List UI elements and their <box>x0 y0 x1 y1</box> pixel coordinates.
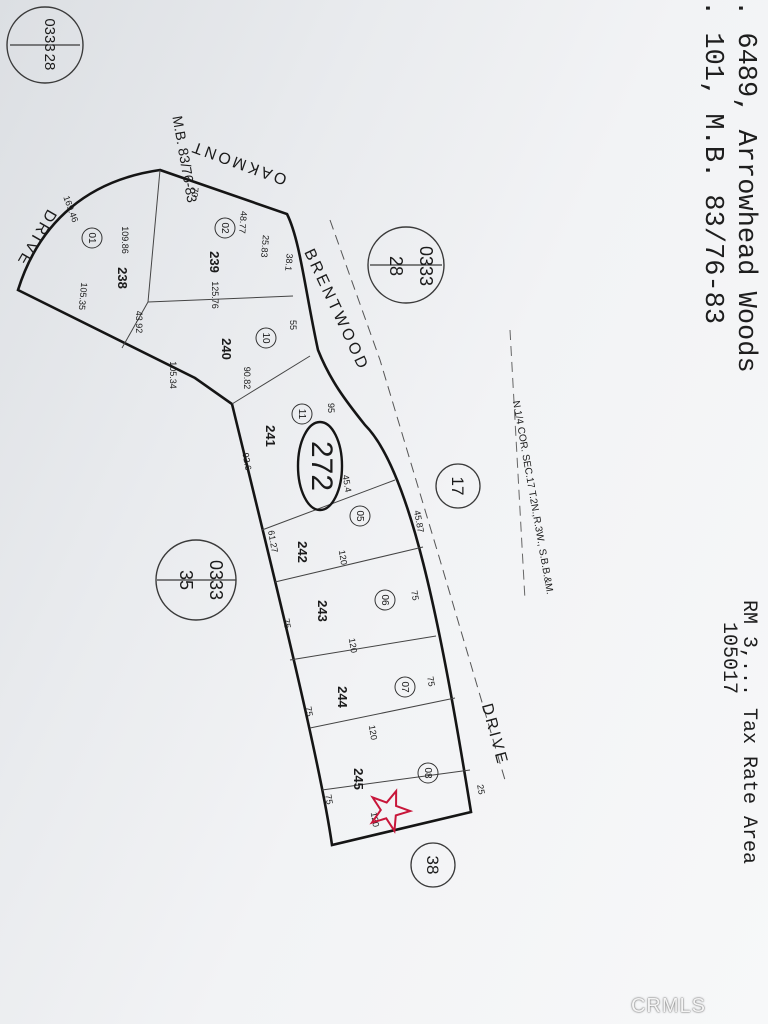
street-drive-right: DRIVE <box>478 702 511 768</box>
parcel-number: 01 <box>86 232 97 244</box>
parcel-number: 11 <box>296 409 307 420</box>
dimension-label: 55 <box>288 320 298 330</box>
dimension-label: 120 <box>347 637 359 654</box>
parcel-number-circle <box>417 762 439 784</box>
lot-number: 244 <box>335 686 350 708</box>
street-oakmont: OAKMONT <box>188 137 290 188</box>
lot-number: 242 <box>295 541 310 563</box>
circle-book: 0333 <box>206 560 226 600</box>
circle-book: 0333 <box>416 246 436 286</box>
section-line <box>329 219 506 781</box>
parcel-number: 02 <box>219 222 230 234</box>
parcel-244: 07 244 <box>335 676 416 709</box>
dimension-label: 70 <box>190 187 201 198</box>
dimension-label: 75 <box>303 706 315 718</box>
parcel-number-circle <box>291 403 313 425</box>
parcel-238: 01 238 <box>81 227 130 289</box>
lot-number: 238 <box>115 267 130 289</box>
circle-page: 28 <box>386 256 406 276</box>
parcel-243: 06 243 <box>315 589 396 622</box>
parcel-number-circle <box>374 589 396 611</box>
lot-number: 245 <box>351 768 366 790</box>
dimension-label: 90.82 <box>242 367 252 390</box>
dimension-label: 125.76 <box>210 281 220 309</box>
dimension-label: 120 <box>337 549 349 566</box>
map-page-number: 272 <box>296 420 344 512</box>
svg-text:17: 17 <box>448 477 467 496</box>
parcel-number: 10 <box>260 332 271 344</box>
dimension-label: 61.27 <box>266 530 280 554</box>
dimension-label: 105.35 <box>77 282 89 310</box>
parcel-number-circle <box>255 327 277 349</box>
dimension-label: 38.1 <box>283 253 294 271</box>
svg-text:272: 272 <box>305 441 338 491</box>
parcel-245: 08 245 <box>351 762 439 790</box>
parcel-number-circle <box>349 505 371 527</box>
adjacent-circle-38: 38 <box>410 842 456 888</box>
adjacent-circle-17: 17 <box>435 463 481 509</box>
parcel-boundary <box>16 168 473 847</box>
parcel-number: 07 <box>399 681 410 693</box>
dimension-label: 109.86 <box>120 226 130 254</box>
svg-text:38: 38 <box>423 856 442 875</box>
dimension-label: 75 <box>323 794 335 806</box>
parcel-number-circle <box>394 676 416 698</box>
parcel-241: 11 241 <box>263 403 313 447</box>
dimension-label: 75 <box>409 590 421 602</box>
parcel-number: 05 <box>354 510 365 522</box>
dimension-label: 92.6 <box>241 452 254 471</box>
dimension-label: 105.34 <box>168 361 178 389</box>
dimension-label: 45.4 <box>341 474 354 493</box>
book-page-circle-left: 0333 35 <box>155 539 237 621</box>
star-marker-icon <box>369 788 414 834</box>
parcel-239: 02 239 <box>207 217 236 273</box>
lot-number: 240 <box>219 338 234 360</box>
dimension-label: 169.46 <box>61 194 80 223</box>
book-page-circle-middle: 0333 28 <box>367 226 445 304</box>
parcel-240: 10 240 <box>219 327 277 360</box>
dimension-label: 48.77 <box>237 211 249 234</box>
dimension-label: 75 <box>425 676 437 688</box>
dimension-label: 95 <box>326 403 336 413</box>
parcel-number: 08 <box>422 767 433 779</box>
dimension-label: 45.87 <box>412 510 426 534</box>
lot-number: 243 <box>315 600 330 622</box>
dimension-label: 43.92 <box>134 311 144 334</box>
watermark: CRMLS <box>630 995 706 1017</box>
dimension-label: 120 <box>367 724 379 741</box>
lot-labels: 01 238 02 239 10 240 11 241 05 242 06 243 07 244 08 245 <box>81 217 439 790</box>
circle-page: 35 <box>176 570 196 590</box>
book-page-circle-top-left: 0333 28 <box>6 6 84 84</box>
dimension-label: 25 <box>475 784 487 796</box>
section-corner-note: N.1/4 COR. SEC.17 T.2N.,R.3W., S.B.B.&M. <box>510 400 555 595</box>
parcel-number: 06 <box>379 594 390 606</box>
street-drive-top: DRIVE <box>13 206 60 270</box>
dimension-label: 75 <box>281 618 293 630</box>
parcel-number-circle <box>81 227 103 249</box>
parcel-number-circle <box>214 217 236 239</box>
lot-lines <box>121 169 471 791</box>
reference-line <box>509 329 526 601</box>
dimension-label: 25.83 <box>259 235 271 258</box>
lot-number: 239 <box>207 251 222 273</box>
lot-number: 241 <box>263 425 278 447</box>
circle-page: 28 <box>41 54 58 71</box>
circle-book: 0333 <box>41 18 58 51</box>
parcel-242: 05 242 <box>295 505 371 563</box>
